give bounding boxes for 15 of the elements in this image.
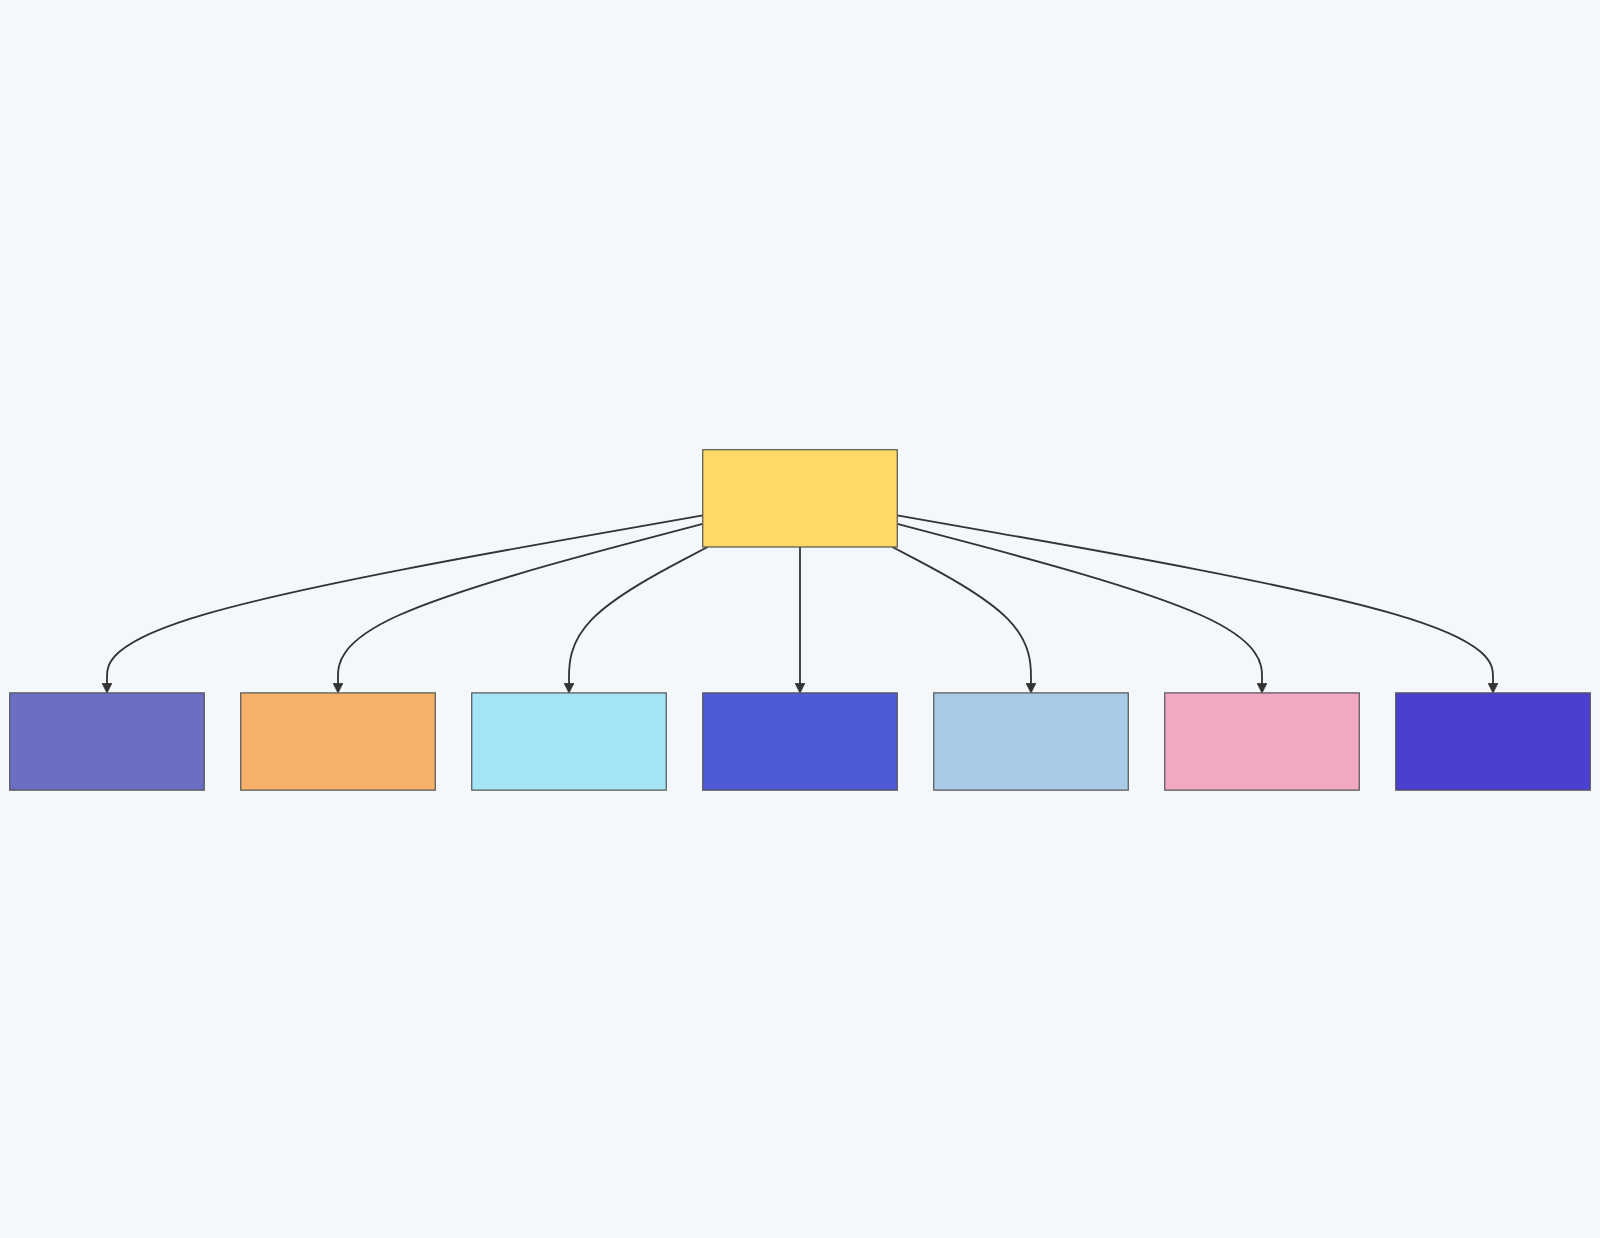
node-box [471,691,667,790]
node-box [702,448,898,547]
arrow [101,513,704,693]
arrow [563,545,709,693]
node-box [240,691,436,790]
arrow [891,545,1037,693]
node-box [702,691,898,790]
arrow [794,545,806,693]
node-box [9,691,205,790]
node-box [1164,691,1360,790]
arrow [896,513,1499,693]
node-box [1395,691,1591,790]
arrow [896,522,1268,693]
arrow [332,522,704,693]
node-box [933,691,1129,790]
